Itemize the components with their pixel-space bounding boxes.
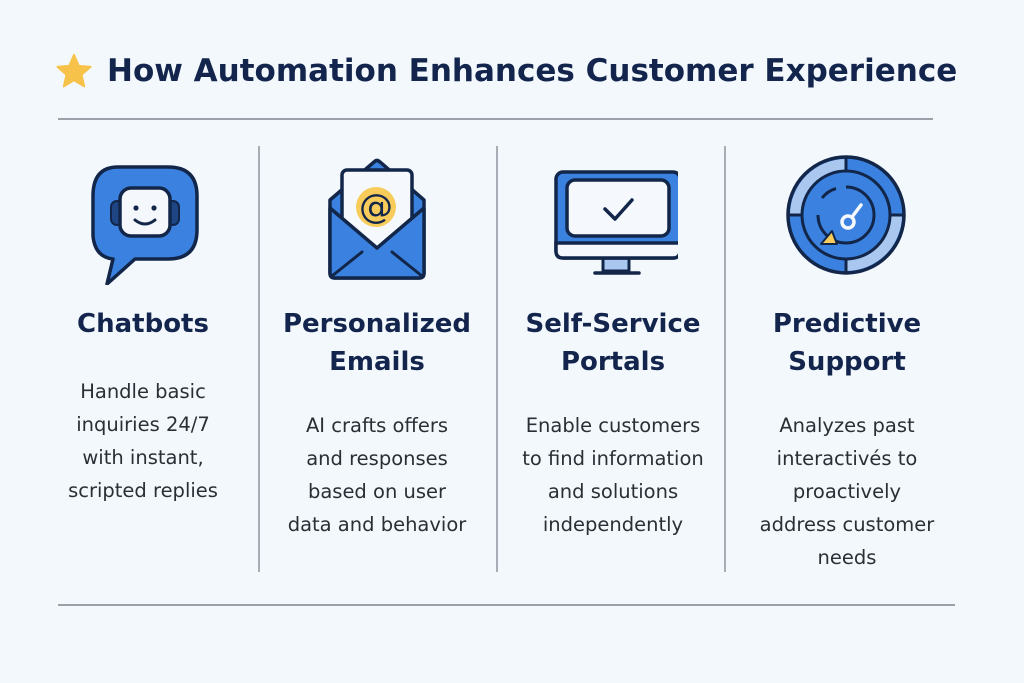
feature-description: Analyzes past interactivés to proactivel… <box>759 414 935 569</box>
star-icon <box>56 53 92 88</box>
bottom-divider <box>58 604 955 606</box>
column-divider <box>724 146 726 572</box>
top-divider <box>58 118 933 120</box>
page-title: How Automation Enhances Customer Experie… <box>107 53 958 89</box>
feature-card-predictive-support: Predictive Support Analyzes past interac… <box>732 150 962 574</box>
svg-text:@: @ <box>359 187 393 227</box>
header: How Automation Enhances Customer Experie… <box>55 52 957 90</box>
feature-title-line2: Support <box>788 347 906 377</box>
feature-title: Personalized <box>282 309 472 339</box>
chatbot-icon <box>91 165 199 285</box>
feature-card-self-service-portals: Self-Service Portals Enable customers to… <box>498 150 728 541</box>
feature-card-personalized-emails: @ Personalized Emails AI crafts offers a… <box>262 150 492 541</box>
feature-title: Chatbots <box>77 309 209 339</box>
email-icon: @ <box>328 158 426 280</box>
feature-card-chatbots: Chatbots Handle basic inquiries 24/7 wit… <box>28 150 258 507</box>
feature-title: Self-Service <box>525 309 701 339</box>
feature-description: Enable customers to find information and… <box>522 414 704 536</box>
feature-title-line2: Portals <box>560 347 666 377</box>
radar-icon <box>786 155 906 275</box>
feature-description: Handle basic inquiries 24/7 with instant… <box>68 380 218 502</box>
feature-title: Predictive <box>772 309 922 339</box>
column-divider <box>258 146 260 572</box>
feature-description: AI crafts offers and responses based on … <box>287 414 467 536</box>
column-divider <box>496 146 498 572</box>
monitor-check-icon <box>554 170 678 275</box>
feature-title-line2: Emails <box>329 347 425 377</box>
